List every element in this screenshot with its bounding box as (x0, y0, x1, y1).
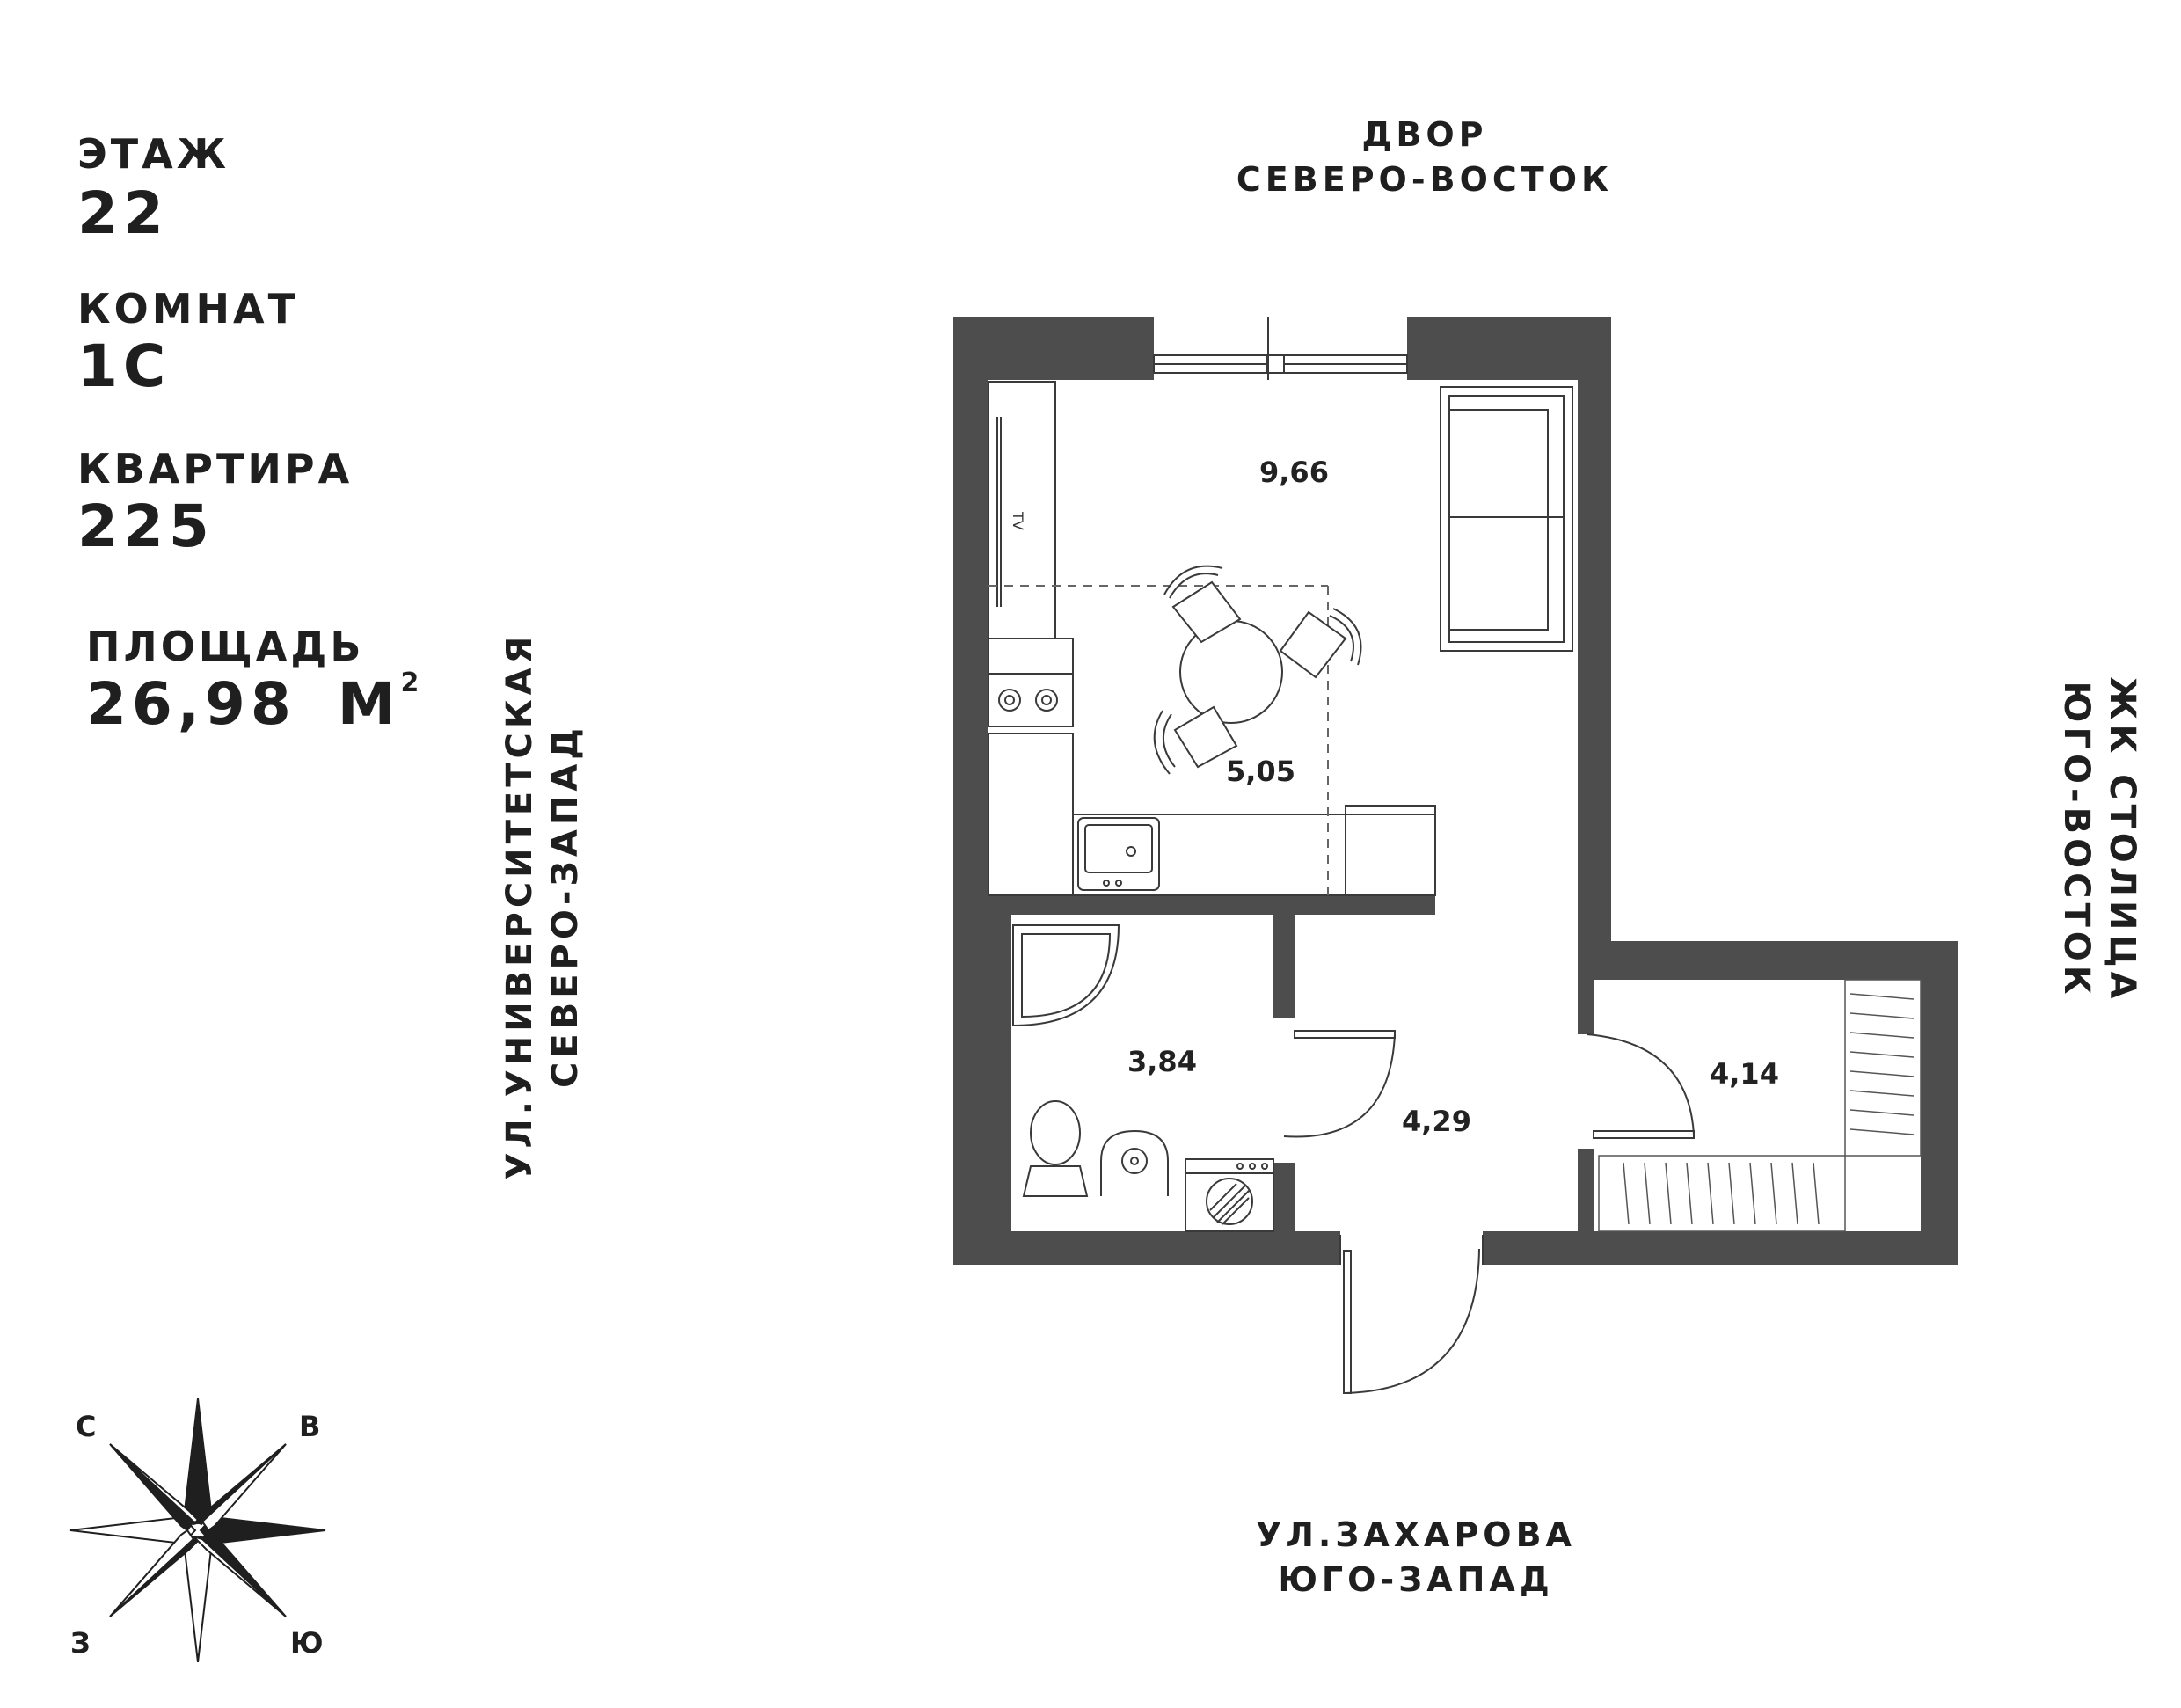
kitchen-counter (988, 638, 1436, 896)
wall-wardrobe-right (1921, 941, 1958, 1265)
wall-bathroom-hall-lower (1273, 1163, 1295, 1231)
area-unit: М (337, 670, 401, 738)
direction-bottom-line2: ЮГО-ЗАПАД (1278, 1560, 1554, 1600)
floor-value: 22 (77, 179, 169, 247)
toilet-icon (1022, 1100, 1089, 1197)
compass-north-label: С (76, 1410, 97, 1443)
wall-right-upper (1578, 317, 1611, 966)
compass-rose-icon (69, 1398, 326, 1662)
wall-partition-horizontal (988, 895, 1435, 915)
tv-cabinet (988, 381, 1056, 639)
room-area-hallway: 4,29 (1402, 1105, 1471, 1138)
bathroom-door (1294, 1030, 1396, 1039)
wall-left (953, 317, 988, 1265)
direction-bottom-line1: УЛ.ЗАХАРОВА (1256, 1515, 1576, 1554)
direction-top-line2: СЕВЕРО-ВОСТОК (1236, 160, 1614, 200)
walls (953, 317, 1958, 1265)
wall-bottom-right (1483, 1231, 1958, 1265)
washing-machine-icon (1185, 1158, 1274, 1232)
entrance-door (1343, 1250, 1352, 1394)
apartment-label: КВАРТИРА (77, 445, 354, 493)
room-area-living: 9,66 (1259, 456, 1329, 489)
wall-wardrobe-left-lower (1578, 1149, 1594, 1231)
shower-icon (1012, 924, 1120, 1027)
direction-bottom: УЛ.ЗАХАРОВА ЮГО-ЗАПАД (1152, 1513, 1680, 1603)
compass-east-label: В (299, 1410, 321, 1443)
rooms-value: 1С (77, 332, 171, 400)
window (1153, 317, 1408, 380)
rooms-label: КОМНАТ (77, 285, 299, 332)
room-area-kitchen: 5,05 (1226, 755, 1295, 788)
area-value: 26,98 (86, 670, 296, 738)
wall-bathroom-hall-upper (1273, 915, 1295, 1018)
floor-label: ЭТАЖ (77, 130, 230, 178)
direction-top: ДВОР СЕВЕРО-ВОСТОК (1161, 113, 1689, 203)
apartment-value: 225 (77, 493, 215, 560)
area-value-row: 26,98 М2 (86, 670, 419, 734)
tv-label: TV (1010, 511, 1026, 530)
room-area-bathroom: 3,84 (1127, 1045, 1197, 1078)
doors (1283, 1030, 1695, 1394)
stove-icon (988, 673, 1074, 727)
area-label: ПЛОЩАДЬ (86, 623, 365, 670)
wash-basin-icon (1100, 1129, 1169, 1196)
kitchen-sink-icon (1077, 817, 1160, 891)
wall-wardrobe-left-upper (1578, 966, 1594, 1034)
direction-top-line1: ДВОР (1361, 115, 1488, 154)
sofa-icon (1440, 386, 1573, 652)
room-area-wardrobe: 4,14 (1710, 1057, 1779, 1091)
wall-bathroom-inner-left (988, 915, 1011, 1231)
area-unit-superscript: 2 (400, 668, 419, 698)
wardrobe-door (1593, 1130, 1695, 1139)
wardrobe-rails (1598, 979, 1922, 1232)
wall-bottom-left (953, 1231, 1340, 1265)
dining-table-icon (1153, 565, 1362, 775)
compass-west-label: З (70, 1626, 91, 1660)
wall-top-right (1407, 317, 1611, 380)
wall-wardrobe-top (1578, 941, 1958, 980)
compass-south-label: Ю (290, 1626, 324, 1660)
